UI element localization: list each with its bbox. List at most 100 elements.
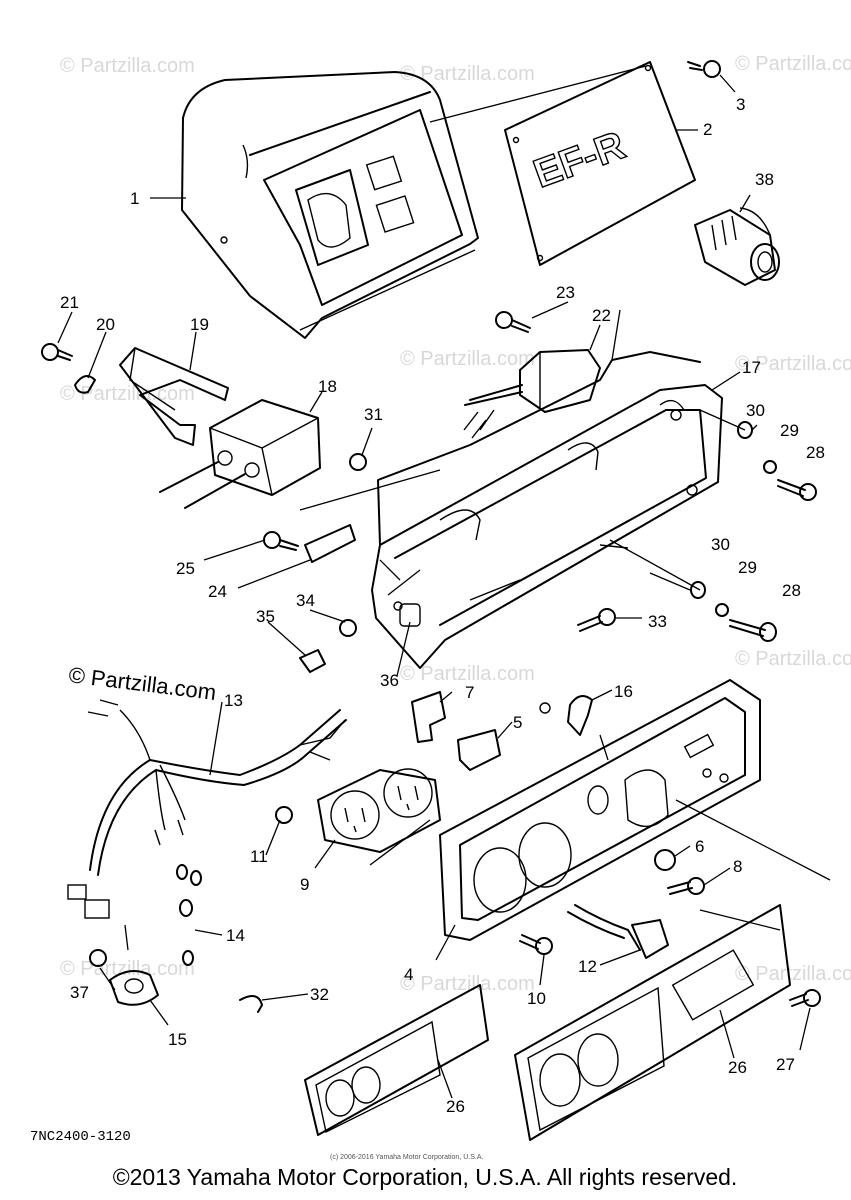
- part-34-nut: [339, 619, 357, 637]
- callout-29-lower: 29: [738, 558, 757, 577]
- part-1-cover: [181, 71, 479, 339]
- callout-15: 15: [168, 1030, 187, 1049]
- callout-38: 38: [755, 170, 774, 189]
- callout-leaders: [57, 74, 811, 1099]
- callout-19: 19: [190, 315, 209, 334]
- part-18-module: [159, 399, 321, 509]
- callout-30-lower: 30: [711, 535, 730, 554]
- callout-5: 5: [513, 713, 522, 732]
- callout-14: 14: [226, 926, 245, 945]
- part-7-bracket: [411, 691, 446, 743]
- callout-27: 27: [776, 1055, 795, 1074]
- part-14-connectors: [176, 864, 202, 966]
- callout-8: 8: [733, 857, 742, 876]
- watermark-text: © Partzilla.com: [735, 353, 851, 375]
- part-29-washer: [763, 460, 777, 474]
- callout-26-right: 26: [728, 1058, 747, 1077]
- watermark-text: © Partzilla.com: [735, 53, 851, 75]
- callout-9: 9: [300, 875, 309, 894]
- callout-30-upper: 30: [746, 401, 765, 420]
- watermark-text: © Partzilla.com: [400, 348, 535, 370]
- callout-20: 20: [96, 315, 115, 334]
- callout-33: 33: [648, 612, 667, 631]
- callout-35: 35: [256, 607, 275, 626]
- callout-36: 36: [380, 671, 399, 690]
- part-5-switch: [457, 729, 501, 771]
- part-37-screw: [89, 949, 107, 967]
- part-2-panel: EF-R: [504, 61, 696, 266]
- callout-26-left: 26: [446, 1097, 465, 1116]
- part-35-clip: [299, 649, 326, 673]
- callout-37: 37: [70, 983, 89, 1002]
- callout-4: 4: [404, 965, 413, 984]
- watermark-text: © Partzilla.com: [60, 383, 195, 405]
- part-31-nut: [349, 453, 367, 471]
- part-28-bolt: [729, 619, 777, 642]
- part-32-tie: [239, 995, 263, 1013]
- callout-31: 31: [364, 405, 383, 424]
- callout-29-upper: 29: [780, 421, 799, 440]
- watermark-layer: © Partzilla.com © Partzilla.com © Partzi…: [60, 53, 851, 995]
- callout-25: 25: [176, 559, 195, 578]
- callout-24: 24: [208, 582, 227, 601]
- part-8-screw: [667, 877, 705, 895]
- assembly-guide-lines: [124, 309, 831, 951]
- part-6-knob: [654, 849, 676, 871]
- callout-22: 22: [592, 306, 611, 325]
- callout-16: 16: [614, 682, 633, 701]
- part-38-switch: [694, 207, 780, 286]
- callout-34: 34: [296, 591, 315, 610]
- part-13-wire-harness: [67, 699, 347, 919]
- part-10-screw: [519, 934, 553, 955]
- callout-11: 11: [250, 847, 268, 866]
- part-15-grommet: [109, 970, 159, 1006]
- watermark-text: © Partzilla.com: [60, 55, 195, 77]
- copyright-notice: ©2013 Yamaha Motor Corporation, U.S.A. A…: [113, 1164, 738, 1190]
- callout-21: 21: [60, 293, 79, 312]
- panel-logo-text: EF-R: [528, 123, 631, 196]
- part-9-receptacle: [317, 768, 441, 853]
- part-16-clamp: [539, 695, 593, 736]
- part-22-unit: [463, 349, 601, 439]
- part-3-screw: [687, 60, 721, 78]
- part-33-bolt: [577, 608, 616, 632]
- part-24-plate: [304, 524, 356, 563]
- callout-18: 18: [318, 377, 337, 396]
- callout-3: 3: [736, 95, 745, 114]
- callout-6: 6: [695, 837, 704, 856]
- part-20-clip: [74, 375, 96, 394]
- part-27-screw: [789, 989, 821, 1007]
- callout-10: 10: [527, 989, 546, 1008]
- callout-32: 32: [310, 985, 329, 1004]
- callout-17: 17: [742, 358, 761, 377]
- watermark-text: © Partzilla.com: [735, 648, 851, 670]
- callout-labels: 1 2 3 4 5 6 7 8 9 10 11 12 13 14 15 16 1…: [60, 95, 825, 1116]
- part-23-screw: [495, 311, 531, 333]
- part-30-washer: [690, 581, 706, 599]
- callout-13: 13: [224, 691, 243, 710]
- diagram-code: 7NC2400-3120: [30, 1129, 131, 1145]
- part-4-faceplate: [439, 679, 761, 941]
- watermark-text: © Partzilla.com: [400, 973, 535, 995]
- watermark-dark-text: © Partzilla.com: [67, 662, 217, 705]
- callout-28-lower: 28: [782, 581, 801, 600]
- part-28-bolt: [777, 479, 817, 501]
- part-21-screw: [41, 343, 73, 361]
- callout-12: 12: [578, 957, 597, 976]
- small-copyright: (c) 2006-2016 Yamaha Motor Corporation, …: [330, 1154, 483, 1161]
- callout-28-upper: 28: [806, 443, 825, 462]
- part-26-cover-plate-left: [304, 984, 489, 1136]
- watermark-text: © Partzilla.com: [735, 963, 851, 985]
- part-12-indicator: [567, 904, 669, 959]
- callout-1: 1: [130, 189, 139, 208]
- watermark-text: © Partzilla.com: [400, 663, 535, 685]
- watermark-text: © Partzilla.com: [400, 63, 535, 85]
- part-29-washer: [715, 603, 729, 617]
- part-19-bracket: [119, 347, 229, 446]
- part-26-cover-plate-right: [514, 904, 791, 1141]
- part-11-nut: [275, 806, 293, 824]
- callout-23: 23: [556, 283, 575, 302]
- callout-7: 7: [465, 683, 474, 702]
- part-25-screw: [263, 531, 299, 551]
